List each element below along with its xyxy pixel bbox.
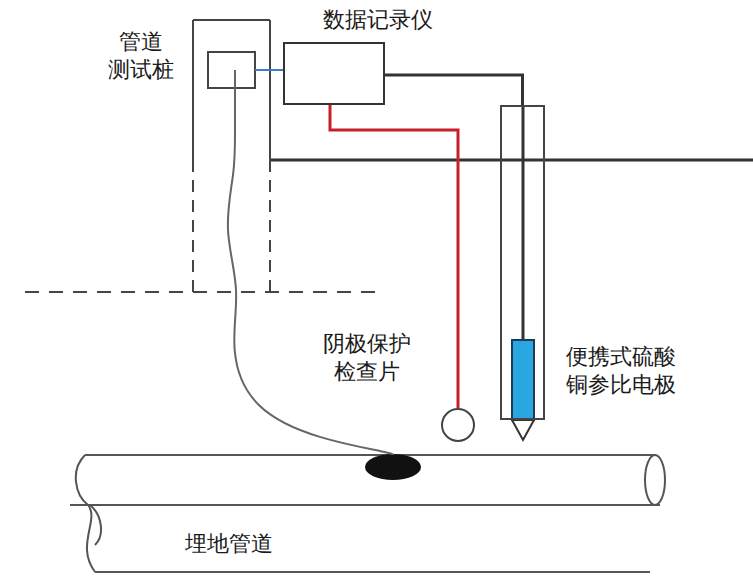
cp-coupon: 阴极保护 检查片: [441, 408, 475, 442]
electrode-core: [512, 340, 534, 420]
data-logger: 数据记录仪: [283, 42, 385, 105]
wire-connector: [228, 70, 393, 455]
test-post: 管道 测试桩: [193, 20, 270, 295]
buried-pipe: 埋地管道: [80, 455, 665, 572]
node-label: 阴极保护 检查片: [319, 330, 416, 385]
node-label: 埋地管道: [185, 530, 273, 558]
pipe-body: [70, 455, 665, 572]
wire-connector: [385, 75, 523, 105]
node-label: 数据记录仪: [323, 6, 433, 34]
node-label: 便携式硫酸 铜参比电极: [566, 343, 683, 398]
electrode-tip: [512, 420, 534, 440]
weld-point: [365, 454, 421, 480]
node-label: 管道 测试桩: [105, 28, 178, 83]
electrode-wire: [522, 105, 525, 340]
wire-connector: [255, 69, 283, 71]
ground-dash: [25, 291, 385, 293]
reference-electrode: 便携式硫酸 铜参比电极: [500, 105, 545, 420]
ground-line: [270, 159, 753, 162]
